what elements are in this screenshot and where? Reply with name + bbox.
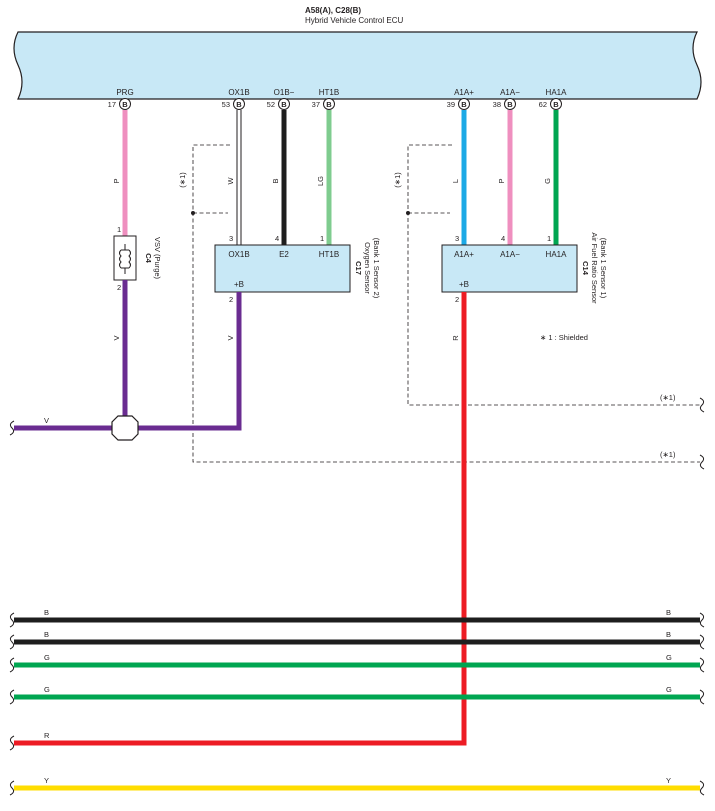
ecu-body: [13, 31, 702, 100]
shield-mark-left: (∗1): [178, 172, 187, 188]
shield-mark-right: (∗1): [393, 172, 402, 188]
shield-right-dot: [406, 211, 410, 215]
bus-g-2-right: G: [666, 685, 672, 694]
ecu-terminal-o1b: O1B−: [274, 88, 295, 97]
c14-pin-label-a1am: A1A−: [500, 250, 520, 259]
ecu-pin-39: 39: [447, 100, 455, 109]
bus-r-left: R: [44, 731, 50, 740]
c17-name: Oxygen Sensor: [363, 242, 372, 294]
c17-pin-3: 3: [229, 234, 233, 243]
ecu-conn-ha1a: B: [553, 100, 559, 109]
c17-body: [214, 244, 351, 293]
shield-left: [192, 144, 700, 463]
ecu-pin-38: 38: [493, 100, 501, 109]
wire-c14-out: [14, 292, 467, 746]
bus-g-2-left: G: [44, 685, 50, 694]
c17-pin-1: 1: [320, 234, 324, 243]
c14-pin-3: 3: [455, 234, 459, 243]
bus-b-2-left: B: [44, 630, 49, 639]
c14-pin-label-ha1a: HA1A: [546, 250, 568, 259]
bus-y-left: Y: [44, 776, 49, 785]
shield-left-dot: [191, 211, 195, 215]
c14-body: [441, 244, 578, 293]
c17-pin-label-e2: E2: [279, 250, 289, 259]
break-marks-right: [699, 397, 705, 796]
ecu-conn-a1ap: B: [461, 100, 467, 109]
ecu-terminal-ht1b: HT1B: [319, 88, 339, 97]
wire-label-prg: P: [112, 178, 121, 183]
wire-label-a1ap: L: [451, 179, 460, 183]
c17-pin-4: 4: [275, 234, 279, 243]
wire-label-ha1a: G: [543, 178, 552, 184]
c14-pin-label-a1ap: A1A+: [454, 250, 474, 259]
c17-supply-pin: 2: [229, 295, 233, 304]
wire-label-o1b: B: [271, 178, 280, 183]
ecu-pin-62: 62: [539, 100, 547, 109]
bus-v-label: V: [44, 416, 49, 425]
shield-right: [407, 144, 700, 406]
junction-connector: [111, 415, 139, 441]
ecu-conn-prg: B: [122, 100, 128, 109]
c17-code: C17: [354, 261, 363, 275]
ecu-terminal-ha1a: HA1A: [546, 88, 568, 97]
c14-name: Air Fuel Ratio Sensor: [590, 232, 599, 304]
ecu-conn-a1am: B: [507, 100, 513, 109]
vsv-name: VSV (Purge): [153, 237, 162, 280]
bus-b-1-left: B: [44, 608, 49, 617]
wire-label-a1am: P: [497, 178, 506, 183]
break-marks-left: [9, 420, 15, 796]
ecu-pin-17: 17: [108, 100, 116, 109]
c17-sub: (Bank 1 Sensor 2): [372, 238, 381, 299]
vsv-pin-in: 1: [117, 225, 121, 234]
ecu-pin-37: 37: [312, 100, 320, 109]
c17-supply-label: +B: [234, 280, 244, 289]
wire-c17-out: [138, 292, 242, 431]
wire-label-ht1b: LG: [316, 176, 325, 186]
c14-supply-pin: 2: [455, 295, 459, 304]
ecu-terminal-circles: [119, 98, 562, 110]
wire-label-ox1b: W: [226, 177, 235, 185]
shield-legend: ∗ 1 : Shielded: [540, 333, 588, 342]
ecu-conn-ht1b: B: [326, 100, 332, 109]
c17-pin-label-ht1b: HT1B: [319, 250, 339, 259]
ecu-conn-o1b: B: [281, 100, 287, 109]
wire-label-vsv-out: V: [112, 335, 121, 340]
c14-pin-1: 1: [547, 234, 551, 243]
c14-supply-label: +B: [459, 280, 469, 289]
bus-b-2-right: B: [666, 630, 671, 639]
c14-sub: (Bank 1 Sensor 1): [599, 238, 608, 299]
vsv-pin-out: 2: [117, 283, 121, 292]
vsv-coil-icon: [119, 244, 131, 274]
ecu-name: Hybrid Vehicle Control ECU: [305, 16, 403, 25]
bus-y-right: Y: [666, 776, 671, 785]
ecu-code: A58(A), C28(B): [305, 6, 361, 15]
c14-code: C14: [581, 261, 590, 276]
bus-b-1-right: B: [666, 608, 671, 617]
vsv-code: C4: [144, 253, 153, 263]
wire-label-c14-out: R: [451, 335, 460, 341]
wire-label-c17-out: V: [226, 335, 235, 340]
ecu-terminal-a1am: A1A−: [500, 88, 520, 97]
ecu-terminal-a1ap: A1A+: [454, 88, 474, 97]
bus-g-1-right: G: [666, 653, 672, 662]
ecu-pin-53: 53: [222, 100, 230, 109]
shield-mark-end-2: (∗1): [660, 450, 676, 459]
c14-pin-4: 4: [501, 234, 505, 243]
ecu-terminal-prg: PRG: [116, 88, 133, 97]
ecu-conn-ox1b: B: [236, 100, 242, 109]
bus-g-1-left: G: [44, 653, 50, 662]
c17-pin-label-ox1b: OX1B: [228, 250, 249, 259]
ecu-terminal-ox1b: OX1B: [228, 88, 249, 97]
ecu-pin-52: 52: [267, 100, 275, 109]
shield-mark-end-1: (∗1): [660, 393, 676, 402]
